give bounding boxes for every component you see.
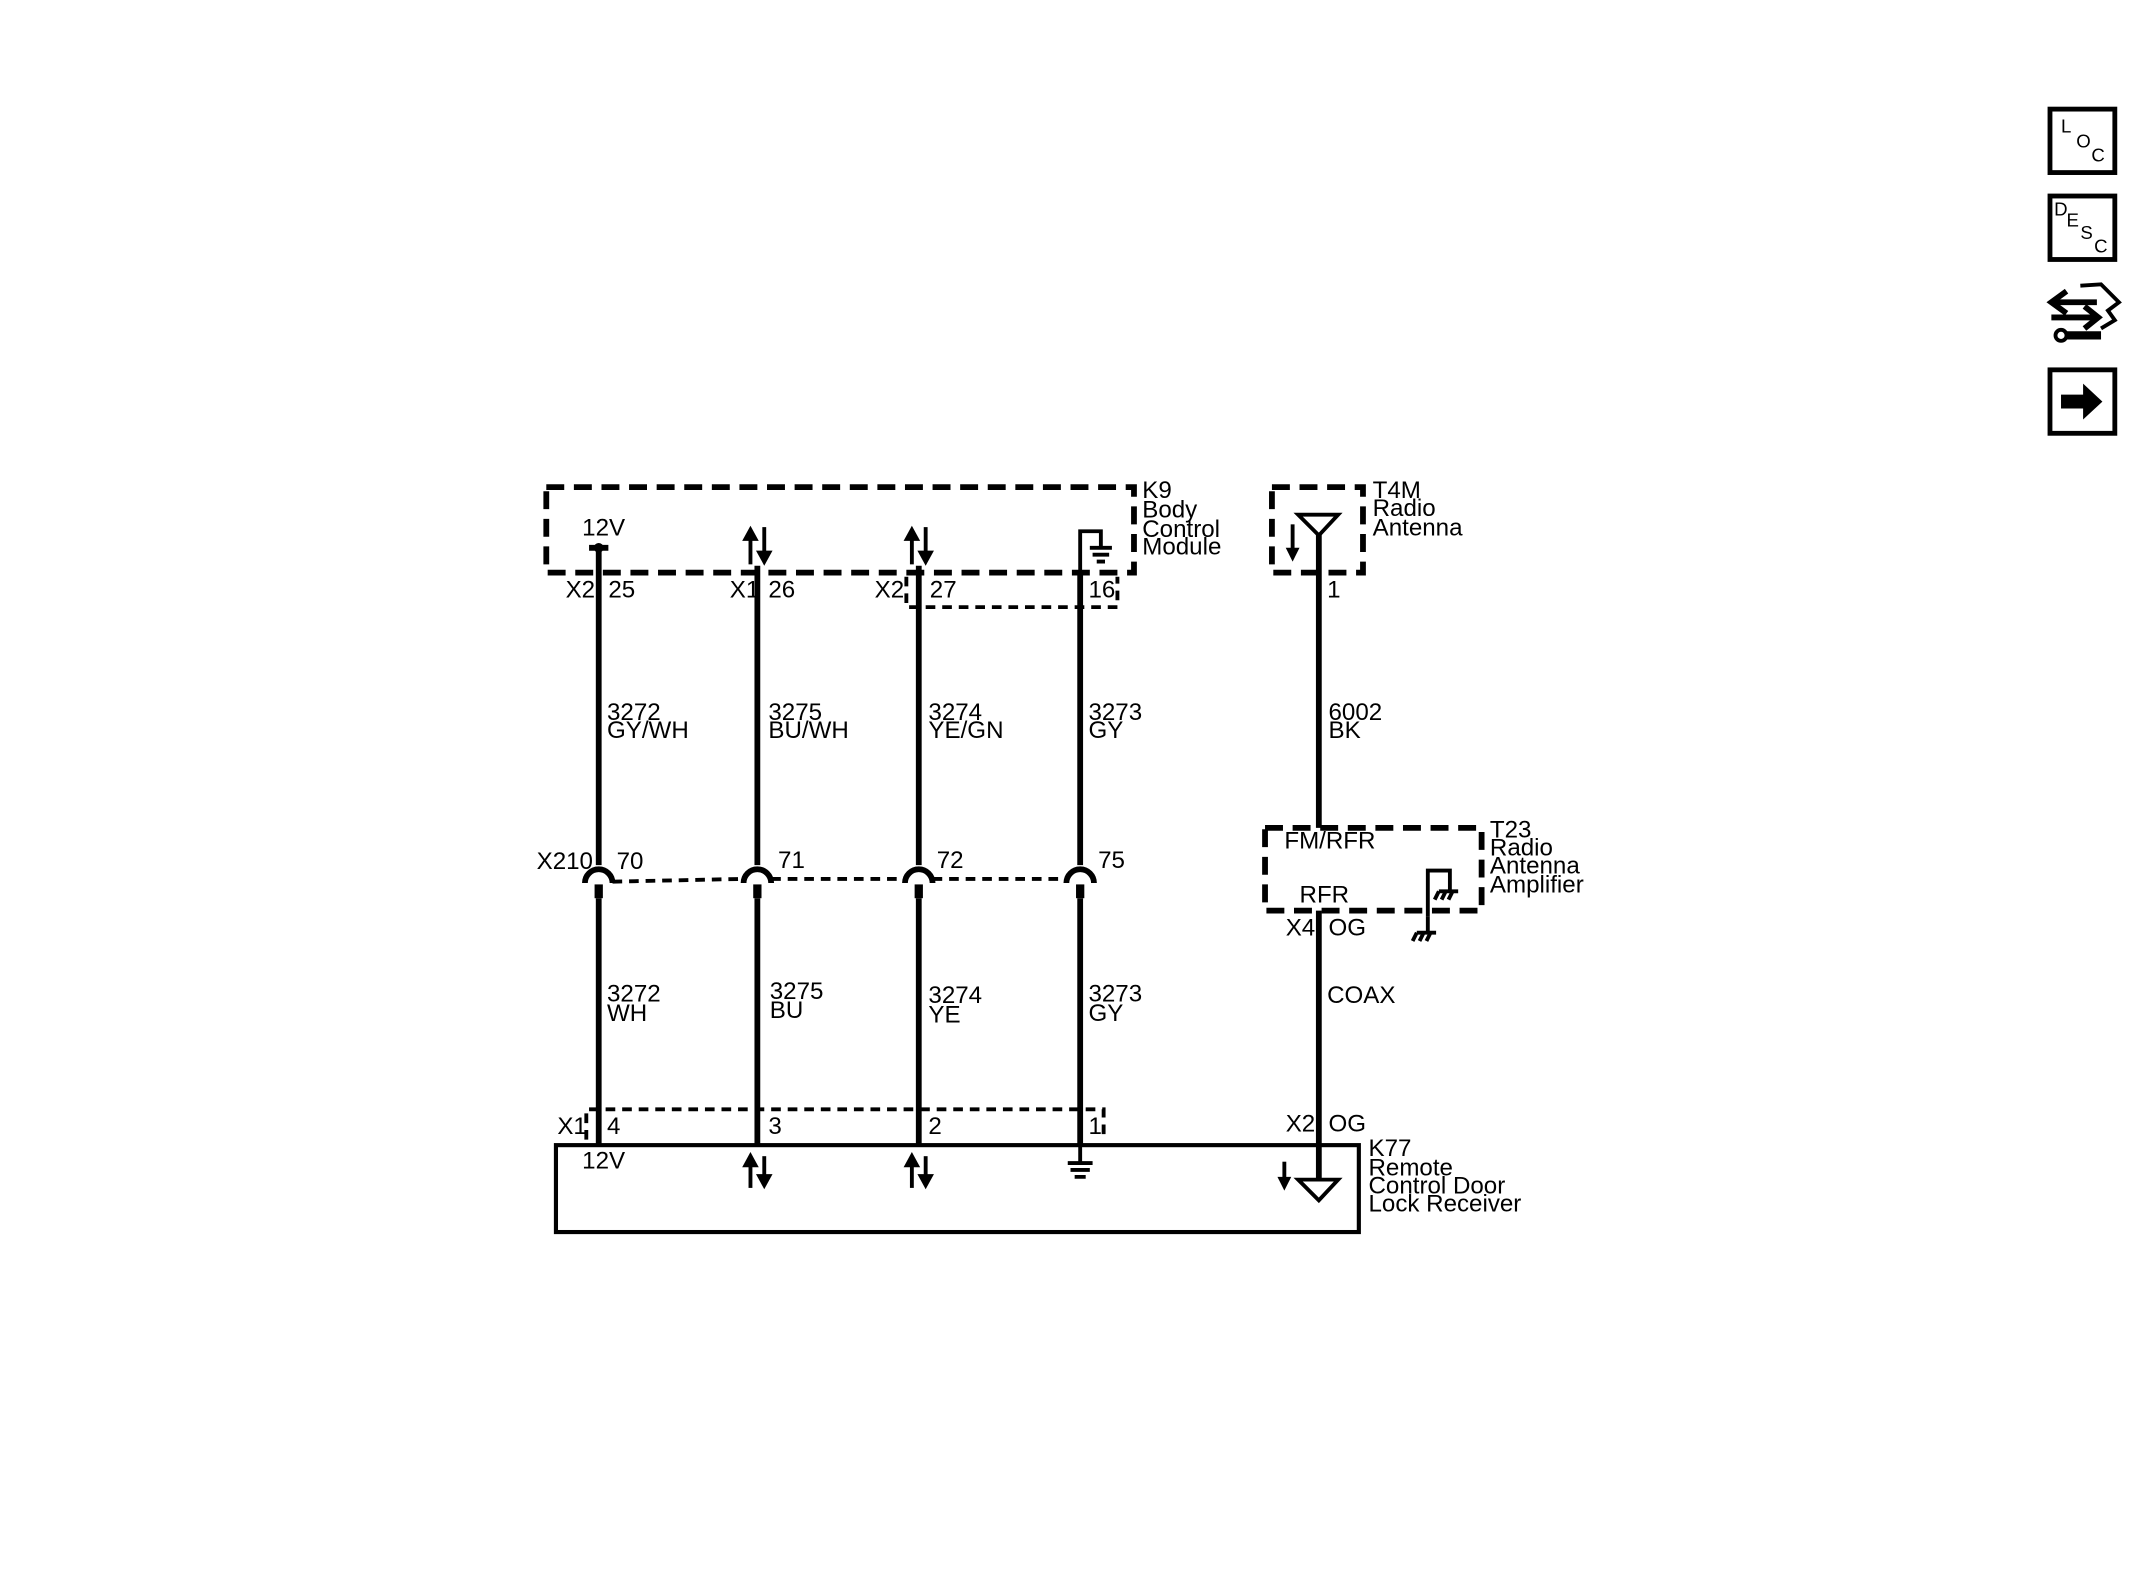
- svg-text:27: 27: [930, 576, 957, 603]
- svg-text:GY/WH: GY/WH: [607, 717, 689, 744]
- t23-antenna-amplifier: T23 Radio Antenna Amplifier FM/RFR RFR X…: [1262, 817, 1584, 942]
- svg-text:72: 72: [937, 847, 964, 874]
- svg-text:3272: 3272: [607, 981, 661, 1008]
- svg-text:3274: 3274: [928, 699, 982, 726]
- svg-text:GY: GY: [1088, 717, 1123, 744]
- svg-text:O: O: [2076, 131, 2090, 152]
- connector-repair-button[interactable]: [2046, 276, 2122, 348]
- svg-text:Antenna: Antenna: [1373, 514, 1463, 541]
- svg-text:YE/GN: YE/GN: [928, 717, 1003, 744]
- svg-text:6002: 6002: [1328, 699, 1382, 726]
- bidirectional-arrow-icon: [903, 1152, 934, 1190]
- svg-text:2: 2: [928, 1113, 941, 1140]
- svg-text:3275: 3275: [770, 978, 824, 1005]
- svg-text:3273: 3273: [1088, 699, 1142, 726]
- svg-text:Radio: Radio: [1490, 834, 1553, 861]
- svg-text:D: D: [2054, 198, 2067, 219]
- svg-text:L: L: [2061, 116, 2071, 137]
- svg-text:Control: Control: [1142, 516, 1220, 543]
- svg-text:25: 25: [608, 576, 635, 603]
- svg-text:1: 1: [1088, 1113, 1101, 1140]
- k77-receiver: X1 4 3 2 1 12V K77 Remote Control Door L…: [553, 1107, 1521, 1235]
- svg-text:1: 1: [1327, 576, 1340, 603]
- wires-lower: 3272 WH 3275 BU 3274 YE 3273 GY: [595, 898, 1142, 1146]
- svg-text:OG: OG: [1328, 1110, 1366, 1137]
- bidirectional-arrow-icon: [742, 1152, 773, 1190]
- antenna-wire: 6002 BK: [1315, 532, 1382, 828]
- svg-text:16: 16: [1088, 576, 1115, 603]
- ground-icon: [1067, 1145, 1093, 1179]
- svg-text:COAX: COAX: [1327, 982, 1395, 1009]
- svg-text:BU/WH: BU/WH: [768, 717, 848, 744]
- x210-inline-connector: X210 70 71 72 75: [537, 847, 1125, 899]
- svg-text:3272: 3272: [607, 699, 661, 726]
- svg-text:26: 26: [768, 576, 795, 603]
- bidirectional-arrow-icon: [742, 525, 773, 566]
- svg-text:FM/RFR: FM/RFR: [1284, 828, 1375, 855]
- svg-text:BU: BU: [770, 997, 804, 1024]
- t4m-radio-antenna: T4M Radio Antenna 1: [1269, 477, 1463, 603]
- ground-icon: [1078, 529, 1112, 572]
- svg-text:X2: X2: [1286, 1110, 1316, 1137]
- k77-supply-label: 12V: [582, 1148, 625, 1175]
- svg-text:K77: K77: [1368, 1135, 1411, 1162]
- bidirectional-arrow-icon: [903, 525, 934, 566]
- svg-text:X2: X2: [566, 576, 596, 603]
- svg-text:Module: Module: [1142, 534, 1221, 561]
- svg-text:GY: GY: [1088, 1000, 1123, 1027]
- connector-repair-icon: [2046, 282, 2122, 343]
- svg-text:X2: X2: [875, 576, 905, 603]
- svg-text:3274: 3274: [928, 982, 982, 1009]
- svg-text:Antenna: Antenna: [1490, 852, 1580, 879]
- svg-text:3273: 3273: [1088, 981, 1142, 1008]
- svg-text:Control Door: Control Door: [1368, 1172, 1505, 1199]
- svg-text:X1: X1: [730, 576, 760, 603]
- loc-icon: L O C: [2061, 116, 2105, 166]
- svg-text:Radio: Radio: [1373, 495, 1436, 522]
- antenna-icon: [1277, 1161, 1343, 1204]
- svg-text:71: 71: [778, 847, 805, 874]
- svg-text:S: S: [2080, 222, 2092, 243]
- svg-text:3275: 3275: [768, 699, 822, 726]
- k9-module: K9 Body Control Module 12V X2 25 X1 26 X…: [543, 477, 1221, 610]
- k9-supply-label: 12V: [582, 514, 625, 541]
- svg-text:T23: T23: [1490, 817, 1532, 844]
- svg-text:4: 4: [607, 1113, 620, 1140]
- svg-text:X210: X210: [537, 848, 593, 875]
- svg-text:Amplifier: Amplifier: [1490, 872, 1584, 899]
- svg-text:C: C: [2091, 145, 2104, 166]
- wires-upper: 3272 GY/WH 3275 BU/WH 3274 YE/GN 3273 GY: [595, 547, 1142, 866]
- svg-text:WH: WH: [607, 1000, 647, 1027]
- svg-text:OG: OG: [1328, 914, 1366, 941]
- loc-button[interactable]: L O C: [2047, 106, 2118, 175]
- svg-text:Body: Body: [1142, 496, 1198, 523]
- coax-cable: COAX X2 OG: [1286, 910, 1395, 1182]
- svg-text:E: E: [2067, 209, 2079, 230]
- desc-button[interactable]: D E S C: [2047, 193, 2118, 262]
- svg-text:70: 70: [617, 848, 644, 875]
- svg-text:X4: X4: [1286, 914, 1316, 941]
- svg-text:X1: X1: [557, 1113, 587, 1140]
- svg-text:Remote: Remote: [1368, 1154, 1452, 1181]
- desc-icon: D E S C: [2054, 198, 2107, 256]
- svg-text:C: C: [2094, 236, 2107, 257]
- svg-text:RFR: RFR: [1300, 881, 1350, 908]
- svg-text:YE: YE: [928, 1001, 960, 1028]
- svg-text:Lock Receiver: Lock Receiver: [1368, 1190, 1521, 1217]
- svg-text:3: 3: [768, 1113, 781, 1140]
- next-button[interactable]: [2047, 367, 2118, 436]
- next-arrow-icon: [2061, 383, 2103, 420]
- antenna-icon: [1285, 512, 1343, 562]
- svg-text:BK: BK: [1328, 717, 1360, 744]
- svg-text:K9: K9: [1142, 477, 1172, 504]
- svg-text:75: 75: [1098, 847, 1125, 874]
- chassis-ground-icon: [1410, 868, 1459, 942]
- svg-text:T4M: T4M: [1373, 477, 1421, 504]
